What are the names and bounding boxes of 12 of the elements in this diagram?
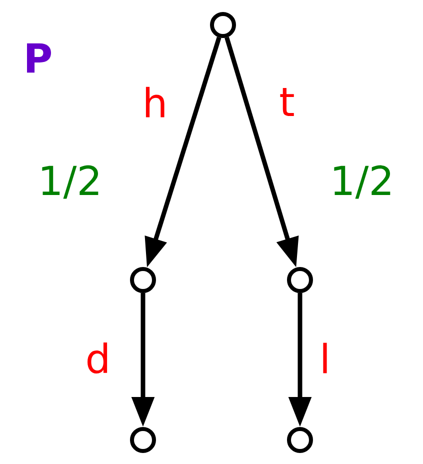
probability-label: 1/2: [334, 165, 390, 199]
edge-label: l: [323, 342, 327, 374]
edge-label: t: [280, 88, 294, 116]
probability-label: 1/2: [42, 165, 98, 199]
edge-label: d: [88, 342, 108, 374]
state-circle: [287, 427, 313, 453]
graph-label: P: [27, 43, 51, 73]
state-circle: [210, 12, 236, 38]
edge-label: h: [146, 86, 164, 118]
state-circle: [287, 267, 313, 293]
state-circle: [130, 427, 156, 453]
state-circle: [130, 267, 156, 293]
